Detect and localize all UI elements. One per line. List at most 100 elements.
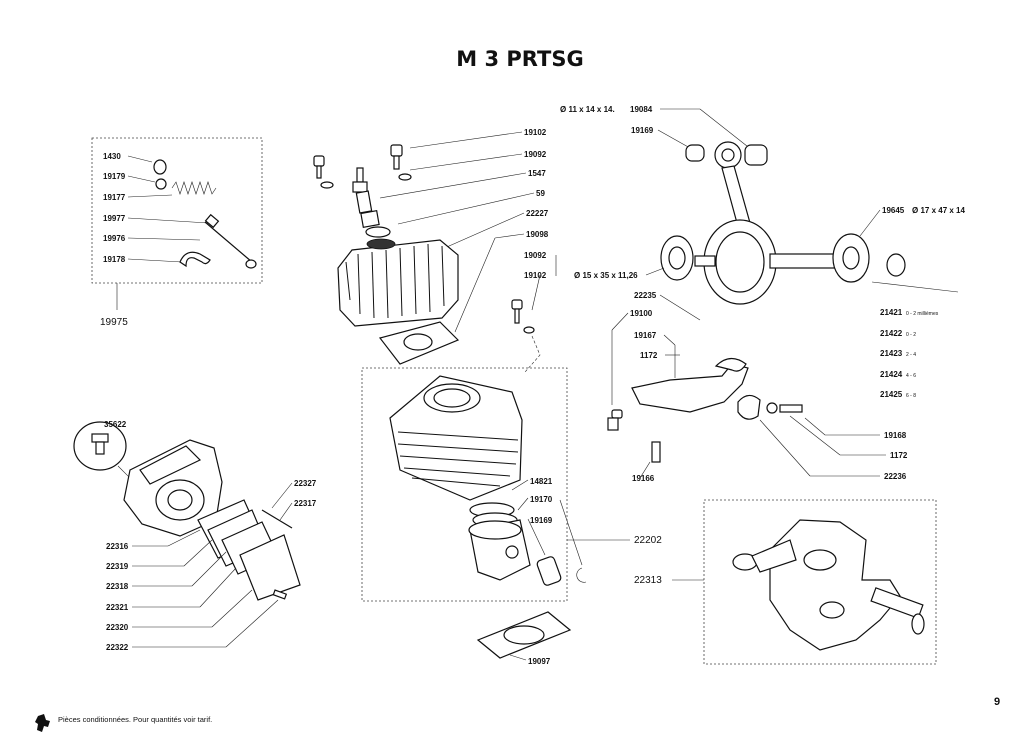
bracket-label-3: 19167 — [634, 331, 657, 340]
gearbox-group: 22313 — [634, 499, 937, 665]
cylinder-label-3: 19169 — [530, 516, 553, 525]
intake-left-label-1: 22316 — [106, 542, 129, 551]
gearbox-housing-part — [732, 519, 925, 651]
spring-label-3: 19177 — [103, 193, 126, 202]
end-cover-part — [239, 534, 301, 601]
head-label-5: 22227 — [526, 209, 549, 218]
cylinder-head-part — [337, 238, 459, 327]
head-label-7: 19092 — [524, 251, 547, 260]
page-title: M 3 PRTSG — [456, 47, 583, 71]
spring-label-2: 19179 — [103, 172, 126, 181]
cylinder-head-group: 19102 19092 1547 59 22227 19098 19092 19… — [313, 128, 557, 373]
spring-label-5: 19976 — [103, 234, 126, 243]
cylinder-assembly-ref: 22202 — [634, 535, 662, 546]
fitting-part — [91, 433, 109, 443]
head-label-8: 19102 — [524, 271, 547, 280]
spring-assembly-ref: 19975 — [100, 317, 128, 328]
gasket-label: 19097 — [528, 657, 551, 666]
package-icon — [35, 714, 50, 732]
bracket-clip-part — [179, 251, 211, 268]
spring-label-4: 19977 — [103, 214, 126, 223]
crankshaft-part — [694, 219, 841, 305]
intake-right-label-1: 22327 — [294, 479, 317, 488]
footer: Pièces conditionnées. Pour quantités voi… — [35, 714, 212, 732]
head-label-4: 59 — [536, 189, 545, 198]
shim-sizes-5: 6 - 8 — [906, 393, 916, 399]
pin-part — [261, 509, 293, 529]
left-bearing-dim: Ø 15 x 35 x 11,26 — [574, 271, 638, 280]
bolt-part — [651, 441, 661, 463]
page-number: 9 — [994, 696, 1000, 708]
cylinder-part — [389, 375, 523, 501]
bushing-part — [685, 144, 705, 162]
bolt-part — [779, 404, 803, 413]
cylinder-group-box — [361, 367, 568, 602]
piston-part — [468, 519, 531, 581]
spring-part — [171, 181, 217, 195]
washer-part — [155, 178, 167, 190]
seal-part — [886, 253, 906, 277]
shim-ref-5: 21425 — [880, 390, 903, 399]
crank-top-ref: 19084 — [630, 105, 653, 114]
nut-part — [153, 159, 167, 175]
bracket-group: 22235 19100 19167 1172 19166 19168 1172 … — [607, 291, 908, 483]
bracket-right-label-2: 1172 — [890, 451, 908, 460]
right-bearing-dim: Ø 17 x 47 x 14 — [912, 206, 965, 215]
bolt-part — [611, 409, 623, 419]
bracket-right-label-3: 22236 — [884, 472, 907, 481]
cylinder-group: 14821 19170 19169 22202 19097 — [361, 367, 662, 666]
spring-label-6: 19178 — [103, 255, 126, 264]
needle-bearing-part — [744, 144, 768, 166]
intake-left-label-3: 22318 — [106, 582, 129, 591]
bracket-label-2: 19100 — [630, 309, 653, 318]
bracket-label-4: 1172 — [640, 351, 658, 360]
right-bearing-ref: 19645 — [882, 206, 905, 215]
footer-note: Pièces conditionnées. Pour quantités voi… — [58, 715, 212, 724]
shim-sizes-4: 4 - 6 — [906, 373, 916, 379]
crank-shaft-part — [769, 253, 841, 269]
shim-sizes-3: 2 - 4 — [906, 352, 916, 358]
crank-small-end-label: 19169 — [631, 126, 654, 135]
spark-plug-part — [352, 167, 391, 238]
screw-part — [313, 155, 325, 167]
spring-group-box — [91, 137, 263, 284]
bracket-label-5: 19166 — [632, 474, 655, 483]
shim-sizes-2: 0 - 2 — [906, 332, 916, 338]
spring-group: 19975 1430 19179 19177 19977 19976 19178 — [91, 137, 263, 328]
head-label-1: 19102 — [524, 128, 547, 137]
cylinder-label-2: 19170 — [530, 495, 553, 504]
crankshaft-group: Ø 11 x 14 x 14. 19084 19169 Ø 15 x 35 x … — [560, 105, 965, 305]
intake-right-label-2: 22317 — [294, 499, 317, 508]
intake-group: 35622 22327 22317 22316 22319 22318 2232… — [73, 420, 317, 652]
cylinder-label-1: 14821 — [530, 477, 553, 486]
intake-top-label: 35622 — [104, 420, 127, 429]
intake-left-label-6: 22322 — [106, 643, 129, 652]
screw-part — [390, 144, 403, 157]
screw-part — [511, 299, 523, 310]
crank-top-label: Ø 11 x 14 x 14. — [560, 105, 615, 114]
gearbox-assembly-ref: 22313 — [634, 575, 662, 586]
circlip-part — [576, 567, 587, 583]
head-label-2: 19092 — [524, 150, 547, 159]
clamp-part — [737, 394, 761, 420]
spring-label-1: 1430 — [103, 152, 121, 161]
rod-part — [204, 221, 253, 263]
piston-pin-part — [536, 556, 562, 586]
shim-ref-2: 21422 — [880, 329, 903, 338]
intake-left-label-2: 22319 — [106, 562, 129, 571]
intake-left-label-5: 22320 — [106, 623, 129, 632]
intake-left-label-4: 22321 — [106, 603, 129, 612]
bracket-label-1: 22235 — [634, 291, 657, 300]
intake-body-part — [123, 439, 223, 537]
exhaust-bracket-part — [631, 363, 749, 413]
bracket-right-label-1: 19168 — [884, 431, 907, 440]
shim-ref-4: 21424 — [880, 370, 903, 379]
shim-ref-3: 21423 — [880, 349, 903, 358]
head-label-3: 1547 — [528, 169, 546, 178]
gearbox-group-box — [703, 499, 937, 665]
shim-sizes-1: 0 - 2 millièmes — [906, 311, 939, 317]
shim-list: 21421 0 - 2 millièmes 21422 0 - 2 21423 … — [871, 281, 959, 399]
shim-ref-1: 21421 — [880, 308, 903, 317]
